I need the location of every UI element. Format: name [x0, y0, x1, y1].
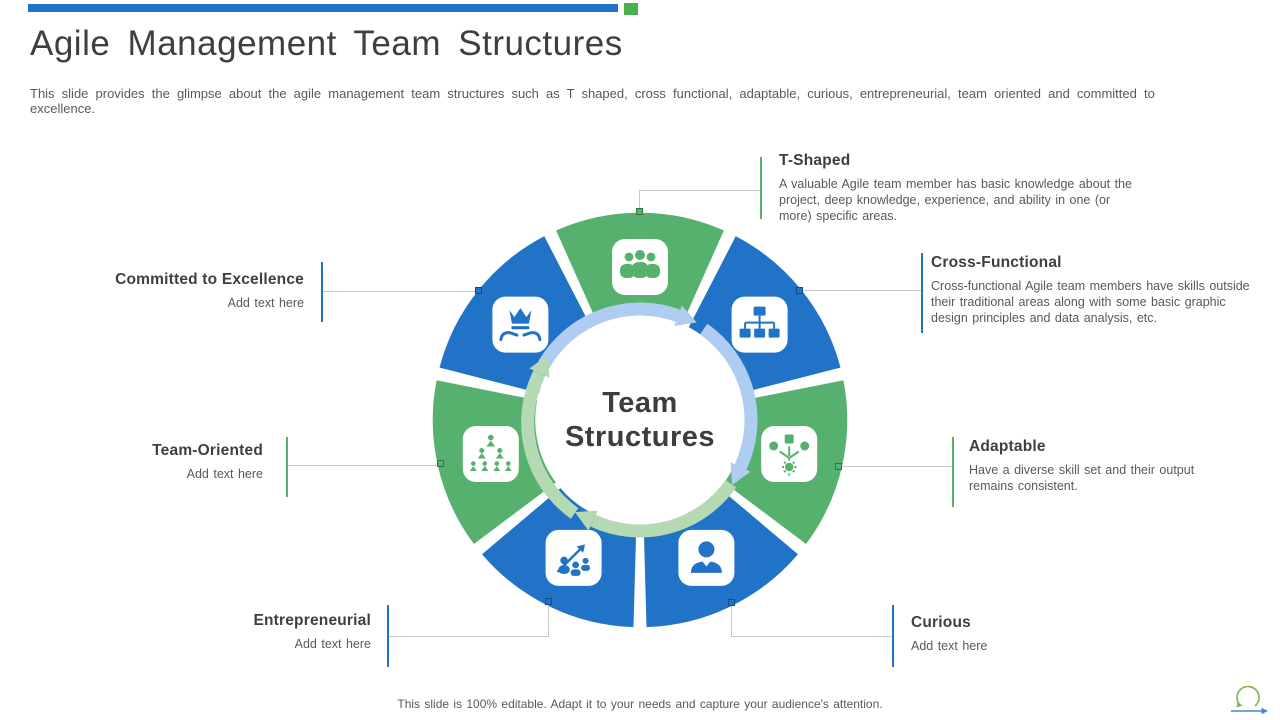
cycle-arrowhead-icon	[575, 510, 598, 531]
center-label-line2: Structures	[564, 421, 716, 453]
accent-line-adaptable	[952, 437, 954, 507]
callout-body: A valuable Agile team member has basic k…	[779, 177, 1132, 223]
team-structures-wheel	[431, 211, 849, 629]
connector-handle	[728, 599, 735, 606]
connector-handle	[545, 598, 552, 605]
accent-line-curious	[892, 605, 894, 667]
callout-body: Have a diverse skill set and their outpu…	[969, 463, 1195, 493]
wheel-center-label: Team Structures	[540, 386, 740, 454]
accent-line-team-oriented	[286, 437, 288, 497]
connector-cross-functional	[800, 290, 921, 291]
callout-entrepreneurial: Entrepreneurial Add text here	[100, 612, 371, 652]
callout-body: Cross-functional Agile team members have…	[931, 279, 1250, 325]
callout-title: Committed to Excellence	[115, 271, 304, 288]
team-group-icon	[612, 239, 668, 295]
connector-committed	[323, 291, 479, 292]
callout-title: Adaptable	[969, 438, 1046, 455]
callout-body: Add text here	[294, 637, 371, 651]
page-title: Agile Management Team Structures	[30, 24, 623, 63]
callout-title: Entrepreneurial	[253, 612, 371, 629]
accent-line-t-shaped	[760, 157, 762, 219]
accent-line-committed	[321, 262, 323, 322]
callout-title: Cross-Functional	[931, 254, 1062, 271]
connector-handle	[475, 287, 482, 294]
connector-team-oriented	[288, 465, 441, 466]
callout-cross-functional: Cross-Functional Cross-functional Agile …	[931, 254, 1253, 326]
connector-t-shaped	[639, 190, 640, 210]
page-subtitle: This slide provides the glimpse about th…	[30, 86, 1155, 116]
connector-adaptable	[839, 466, 952, 467]
center-label-line1: Team	[602, 387, 678, 419]
accent-line-cross-functional	[921, 253, 923, 333]
sprint-loop-icon	[1231, 685, 1268, 715]
callout-team-oriented: Team-Oriented Add text here	[60, 442, 263, 482]
connector-handle	[796, 287, 803, 294]
footer-note: This slide is 100% editable. Adapt it to…	[397, 697, 883, 711]
cycle-arrowhead-icon	[674, 305, 697, 326]
connector-handle	[636, 208, 643, 215]
callout-committed: Committed to Excellence Add text here	[60, 271, 304, 311]
growth-arrow-people-icon	[545, 529, 602, 586]
connector-handle	[437, 460, 444, 467]
callout-title: T-Shaped	[779, 152, 851, 169]
adapt-shapes-gear-icon	[761, 426, 818, 482]
callout-body: Add text here	[186, 467, 263, 481]
person-bust-icon	[678, 529, 735, 586]
callout-t-shaped: T-Shaped A valuable Agile team member ha…	[779, 152, 1135, 224]
hands-crown-icon	[492, 296, 549, 353]
connector-handle	[835, 463, 842, 470]
cycle-arrowhead-icon	[529, 355, 550, 378]
callout-body: Add text here	[227, 296, 304, 310]
connector-entrepreneurial	[548, 603, 549, 636]
callout-title: Team-Oriented	[152, 442, 263, 459]
accent-line-entrepreneurial	[387, 605, 389, 667]
callout-title: Curious	[911, 614, 971, 631]
top-accent-bar	[28, 4, 618, 12]
cycle-arrowhead-icon	[730, 462, 751, 485]
org-chart-icon	[731, 296, 788, 353]
connector-t-shaped	[639, 190, 761, 191]
connector-curious	[731, 603, 732, 636]
inner-cycle-arrows	[521, 302, 758, 538]
callout-curious: Curious Add text here	[911, 614, 1111, 654]
connector-curious	[731, 636, 892, 637]
team-hierarchy-icon	[462, 426, 519, 482]
connector-entrepreneurial	[388, 636, 549, 637]
top-accent-bar-green-square	[624, 3, 638, 15]
callout-adaptable: Adaptable Have a diverse skill set and t…	[969, 438, 1215, 494]
callout-body: Add text here	[911, 639, 988, 653]
